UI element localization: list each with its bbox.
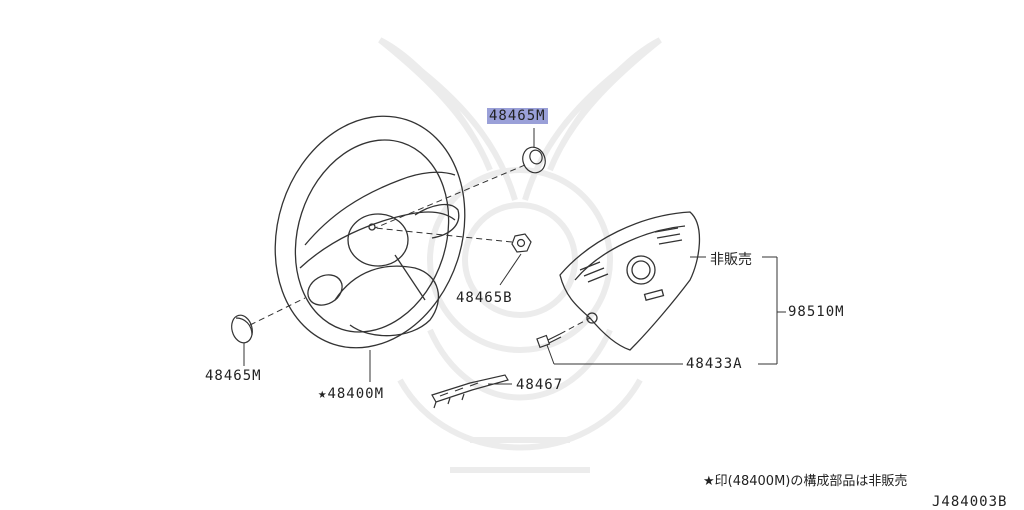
label-not-for-sale: 非販売 <box>710 252 752 268</box>
label-48400M-text: 48400M <box>327 386 385 402</box>
steering-wheel <box>274 115 466 349</box>
leader-lines <box>243 128 786 385</box>
label-98510M: 98510M <box>788 304 845 320</box>
nut <box>511 233 532 253</box>
label-48465M-top: 48465M <box>487 108 548 124</box>
label-48433A: 48433A <box>686 356 743 372</box>
label-48400M: ★48400M <box>318 386 384 402</box>
assembly-lines <box>249 164 591 335</box>
bolt <box>536 333 562 349</box>
label-48465M-top-text: 48465M <box>487 108 548 124</box>
reference-code: J484003B <box>932 494 1008 510</box>
cap-top <box>522 146 546 174</box>
star-mark: ★ <box>318 386 328 402</box>
label-48467: 48467 <box>516 377 564 393</box>
bracket <box>431 374 509 409</box>
cap-left <box>231 314 253 344</box>
label-48465B: 48465B <box>456 290 513 306</box>
label-48465M-left: 48465M <box>205 368 262 384</box>
watermark-emblem <box>378 37 662 473</box>
footnote: ★印(48400M)の構成部品は非販売 <box>703 474 908 489</box>
